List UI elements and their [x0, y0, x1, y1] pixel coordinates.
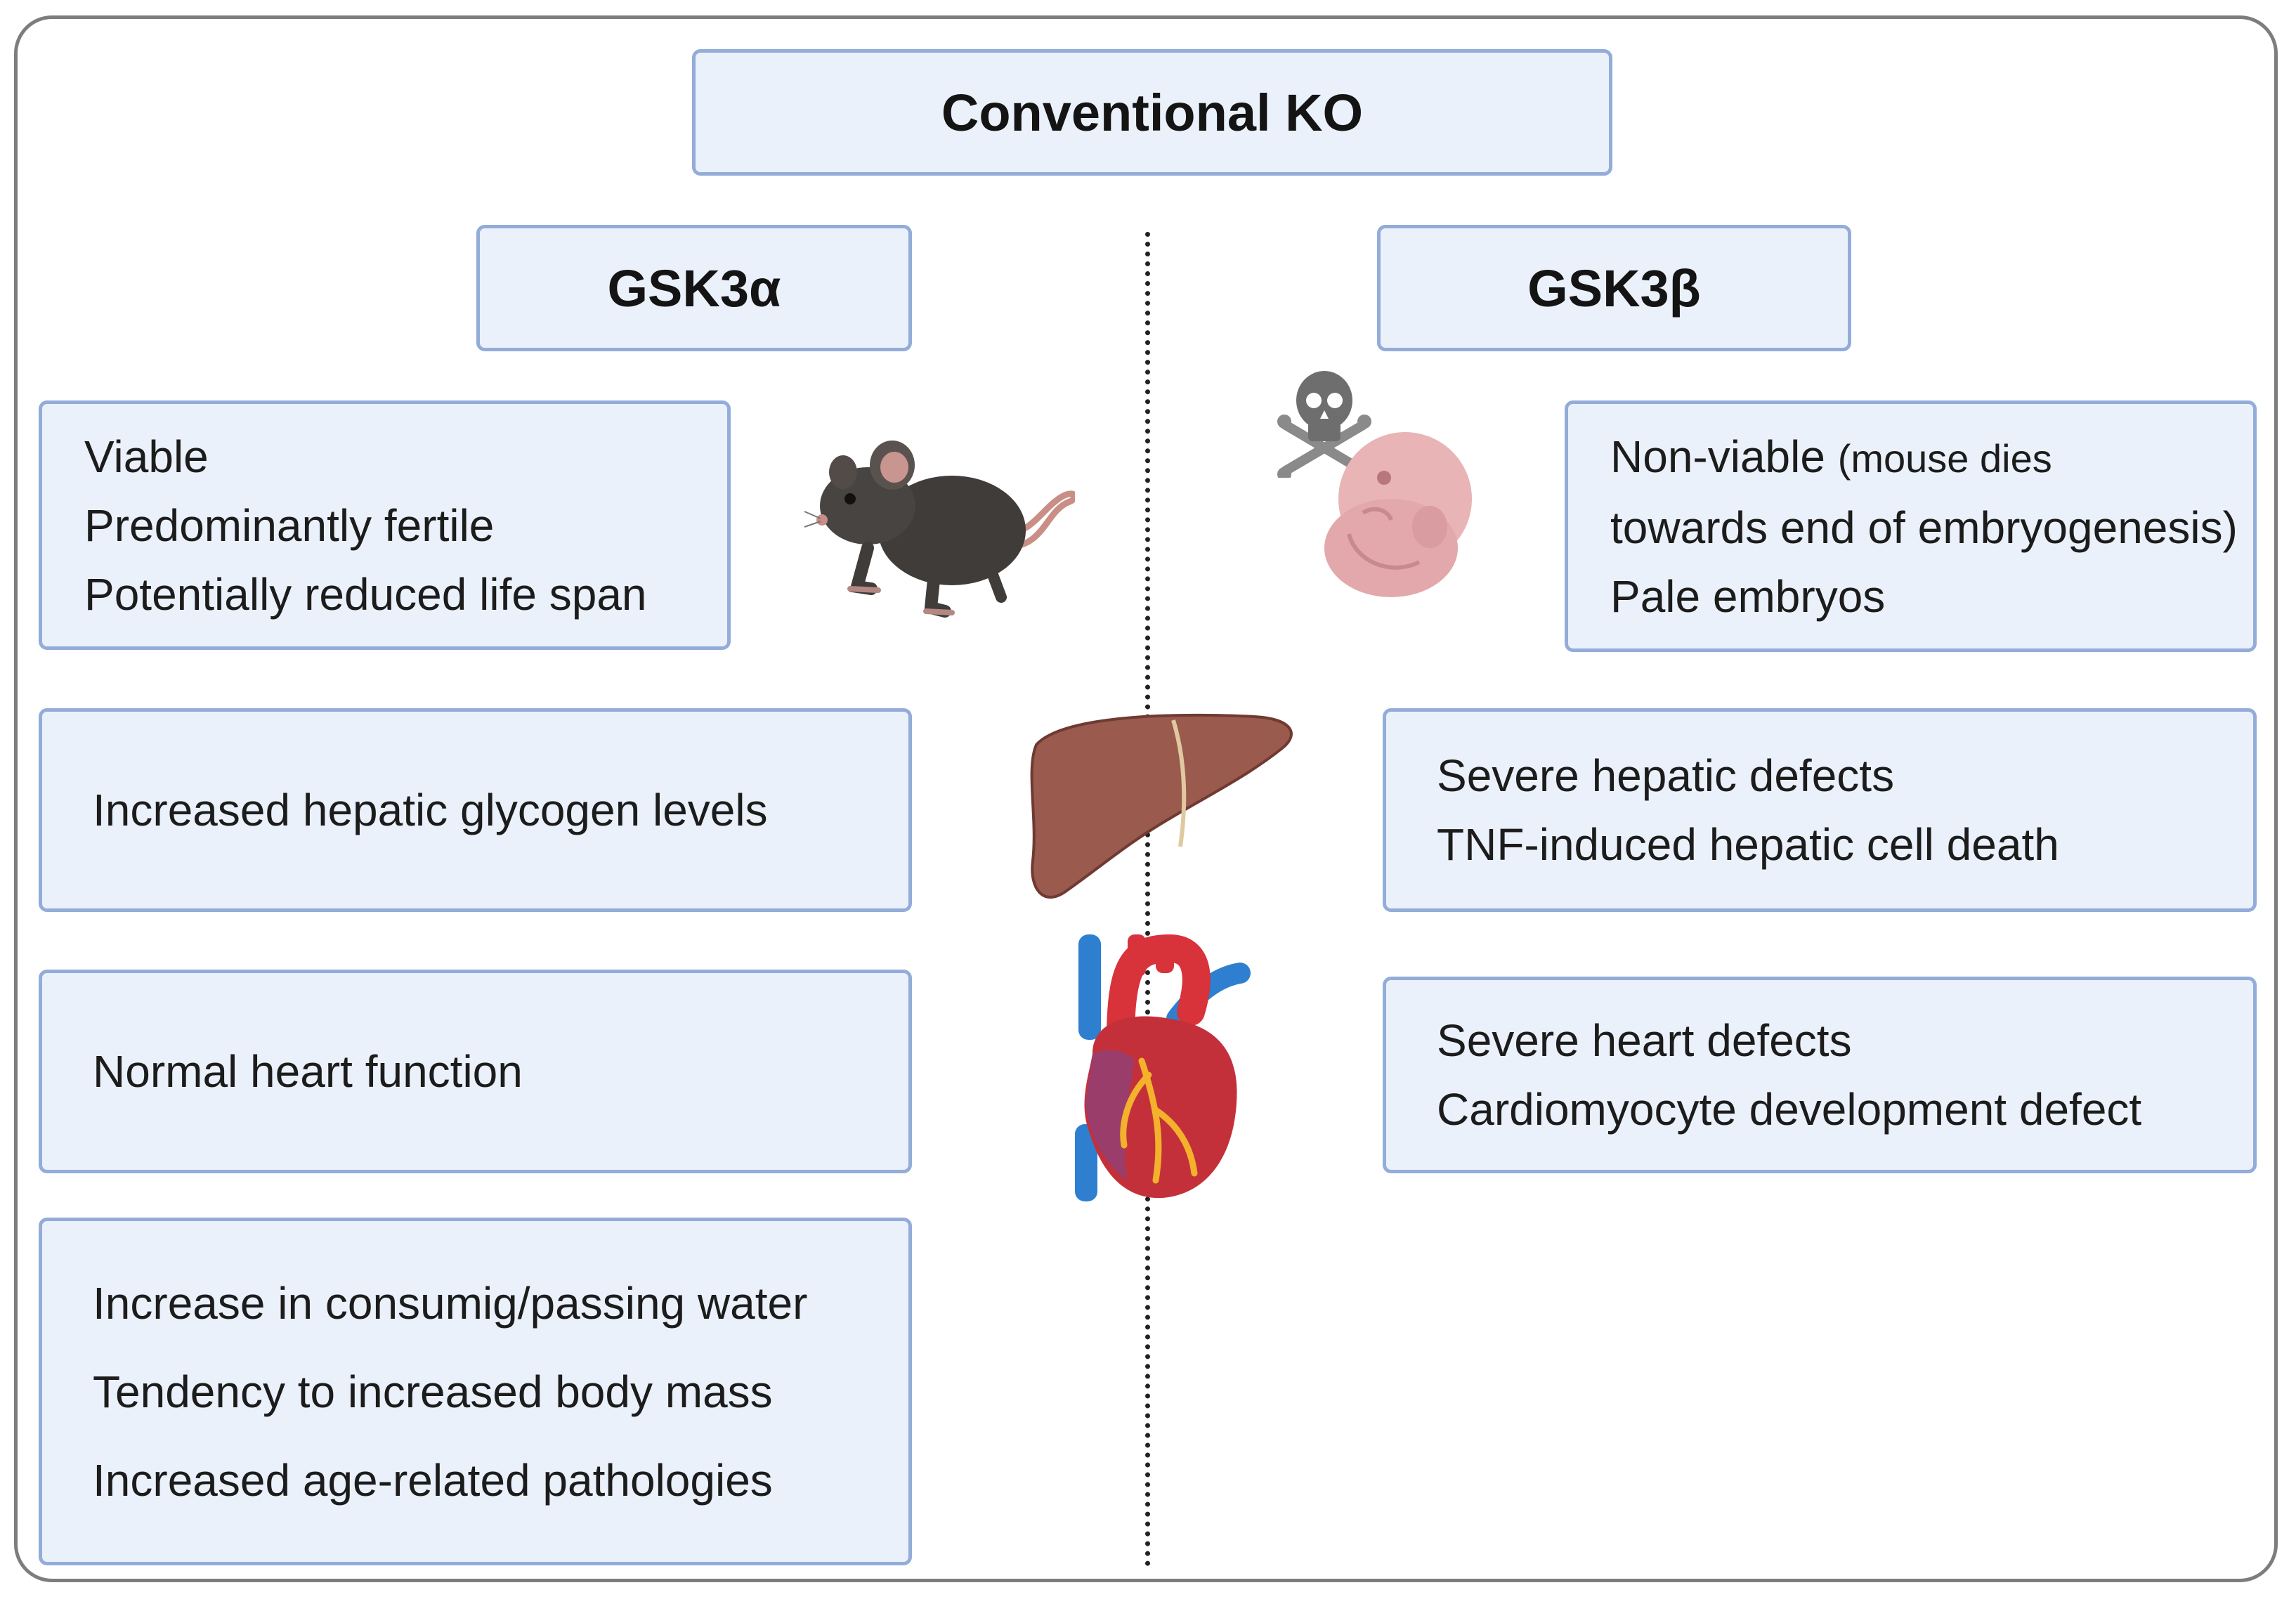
gsk3-alpha-header: GSK3α [476, 225, 912, 351]
embryo-icon [1324, 432, 1472, 597]
gsk3-alpha-title: GSK3α [607, 259, 781, 318]
header-title: Conventional KO [941, 83, 1364, 142]
alpha-liver-line: Increased hepatic glycogen levels [93, 785, 768, 835]
beta-liver-line: Severe hepatic defects [1437, 750, 1895, 801]
beta-liver-line: TNF-induced hepatic cell death [1437, 819, 2059, 870]
alpha-liver-box: Increased hepatic glycogen levels [39, 708, 912, 912]
gsk3-beta-title: GSK3β [1527, 259, 1701, 318]
beta-viability-main: Non-viable [1610, 431, 1825, 482]
alpha-other-box: Increase in consumig/passing water Tende… [39, 1218, 912, 1565]
beta-viability-note-2: towards end of embryogenesis) [1610, 502, 2238, 553]
beta-viability-note-1: (mouse dies [1837, 436, 2052, 481]
beta-heart-box: Severe heart defects Cardiomyocyte devel… [1383, 977, 2257, 1173]
column-divider [1145, 232, 1150, 1567]
beta-viability-box: Non-viable (mouse dies towards end of em… [1565, 400, 2257, 652]
beta-heart-line: Cardiomyocyte development defect [1437, 1084, 2142, 1135]
alpha-heart-box: Normal heart function [39, 970, 912, 1173]
liver-icon [1030, 713, 1293, 899]
alpha-viability-line: Potentially reduced life span [84, 568, 647, 620]
mouse-icon [804, 441, 1075, 618]
alpha-other-line: Increased age-related pathologies [93, 1454, 773, 1506]
alpha-heart-line: Normal heart function [93, 1046, 523, 1097]
gsk3-beta-header: GSK3β [1377, 225, 1851, 351]
conventional-ko-header: Conventional KO [692, 49, 1612, 176]
alpha-other-line: Tendency to increased body mass [93, 1366, 773, 1417]
beta-viability-extra: Pale embryos [1610, 570, 1886, 622]
alpha-viability-box: Viable Predominantly fertile Potentially… [39, 400, 731, 650]
beta-heart-line: Severe heart defects [1437, 1015, 1852, 1066]
heart-icon [1075, 934, 1251, 1201]
beta-viability-line-1: Non-viable (mouse dies [1610, 422, 2253, 493]
alpha-viability-line: Predominantly fertile [84, 500, 495, 551]
alpha-other-line: Increase in consumig/passing water [93, 1277, 808, 1329]
skull-crossbones-icon [1277, 371, 1371, 478]
beta-liver-box: Severe hepatic defects TNF-induced hepat… [1383, 708, 2257, 912]
alpha-viability-line: Viable [84, 431, 209, 482]
